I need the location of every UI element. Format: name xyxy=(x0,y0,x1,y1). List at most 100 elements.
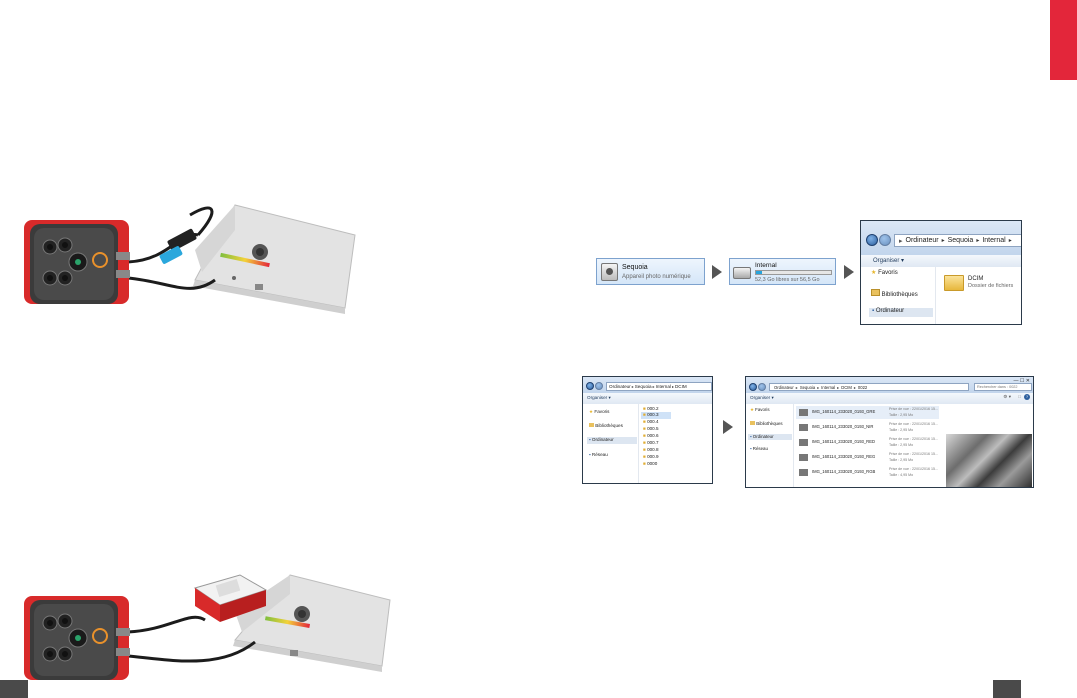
power-bank xyxy=(193,204,356,314)
camera xyxy=(24,596,130,680)
nav-network[interactable]: ▪ Réseau xyxy=(750,446,768,451)
file-size: Taille : 2,95 Mo xyxy=(889,443,914,447)
content-pane: DCIM Dossier de fichiers xyxy=(936,267,1021,324)
forward-button[interactable] xyxy=(879,234,891,246)
breadcrumb-item[interactable]: Sequoia xyxy=(799,384,816,390)
sequoia-device-tile[interactable]: Sequoia Appareil photo numérique xyxy=(596,258,705,285)
organize-button[interactable]: Organiser ▾ xyxy=(587,395,611,400)
list-item[interactable]: ■ 000.2 xyxy=(643,406,659,411)
folder-icon: ■ xyxy=(643,447,646,452)
list-item[interactable]: ■ 000.8 xyxy=(643,447,659,452)
explorer-window-dcim: Ordinateur▸ Sequoia▸ Internal▸ DCIM Orga… xyxy=(582,376,713,484)
back-button[interactable] xyxy=(586,382,594,390)
preview-pane-icon[interactable]: □ xyxy=(1018,394,1021,399)
image-thumbnail xyxy=(799,439,808,446)
navigation-pane: ★ Favoris Bibliothèques ▪ Ordinateur ▪ R… xyxy=(746,404,794,487)
breadcrumb-item[interactable]: 0022 xyxy=(857,384,868,390)
camera xyxy=(24,220,130,304)
computer-icon: ▪ xyxy=(750,434,752,439)
organize-button[interactable]: Organiser ▾ xyxy=(873,258,905,264)
table-row[interactable]: IMG_160114_233020_0193_NIR Prise de vue … xyxy=(796,421,939,434)
list-item[interactable]: ■ 000.5 xyxy=(643,426,659,431)
page-footer-right xyxy=(993,680,1021,698)
nav-computer[interactable]: ▪ Ordinateur xyxy=(587,437,637,444)
breadcrumb-item[interactable]: Ordinateur xyxy=(774,384,794,390)
help-icon[interactable]: ? xyxy=(1024,394,1030,400)
explorer-window-0022: — ☐ ✕ Ordinateur▸ Sequoia▸ Internal▸ DCI… xyxy=(745,376,1034,488)
card-reader xyxy=(193,574,268,622)
nav-favorites[interactable]: ★ Favoris xyxy=(750,407,770,412)
window-controls[interactable]: — ☐ ✕ xyxy=(1013,378,1030,384)
folder-icon: ■ xyxy=(643,454,646,459)
table-row[interactable]: IMG_160114_233020_0193_RGB Prise de vue … xyxy=(796,466,939,479)
camera-card-reader-illustration xyxy=(24,574,391,680)
step-arrow-icon xyxy=(844,265,854,279)
list-item[interactable]: ■ 000.9 xyxy=(643,454,659,459)
nav-libraries[interactable]: Bibliothèques xyxy=(589,423,623,428)
breadcrumb-item[interactable]: Internal xyxy=(655,384,671,389)
folder-icon: ■ xyxy=(643,406,646,411)
address-bar[interactable]: Ordinateur▸ Sequoia▸ Internal▸ DCIM xyxy=(606,382,712,391)
breadcrumb-item[interactable]: Ordinateur xyxy=(905,237,939,244)
image-thumbnail xyxy=(799,454,808,461)
file-size: Taille : 4,95 Mo xyxy=(889,473,914,477)
step-arrow-icon xyxy=(723,420,733,434)
file-name: IMG_160114_233020_0193_REG xyxy=(812,454,876,459)
search-input[interactable] xyxy=(974,383,1032,391)
list-item[interactable]: ■ 000.3 xyxy=(641,412,671,419)
camera-icon xyxy=(601,263,618,281)
list-item[interactable]: ■ 000.4 xyxy=(643,419,659,424)
forward-button[interactable] xyxy=(595,382,603,390)
chapter-tab xyxy=(1050,0,1077,80)
breadcrumb-item[interactable]: Ordinateur xyxy=(609,384,631,389)
address-bar[interactable]: Ordinateur▸ Sequoia▸ Internal▸ DCIM▸ 002… xyxy=(769,383,969,391)
file-date: Prise de vue : 22/01/2016 15... xyxy=(889,467,938,471)
forward-button[interactable] xyxy=(758,383,766,391)
drive-icon xyxy=(733,267,751,279)
list-item[interactable]: ■ 000.7 xyxy=(643,440,659,445)
file-date: Prise de vue : 22/01/2016 15... xyxy=(889,452,938,456)
back-button[interactable] xyxy=(866,234,878,246)
folder-icon: ■ xyxy=(643,433,646,438)
device-subtitle: Appareil photo numérique xyxy=(622,274,691,280)
folder-icon: ■ xyxy=(643,426,646,431)
internal-storage-tile[interactable]: Internal 52,3 Go libres sur 56,5 Go xyxy=(729,258,836,285)
list-item[interactable]: ■ 000.6 xyxy=(643,433,659,438)
table-row[interactable]: IMG_160114_233020_0193_REG Prise de vue … xyxy=(796,451,939,464)
star-icon: ★ xyxy=(750,407,754,412)
image-thumbnail xyxy=(799,409,808,416)
table-row[interactable]: IMG_160114_233020_0193_GRE Prise de vue … xyxy=(796,406,939,419)
star-icon: ★ xyxy=(871,270,877,276)
nav-network[interactable]: ▪ Réseau xyxy=(589,452,608,457)
address-bar[interactable]: ▸ Ordinateur▸ Sequoia▸ Internal▸ xyxy=(894,234,1021,247)
nav-computer[interactable]: ▪ Ordinateur xyxy=(748,434,792,440)
network-icon: ▪ xyxy=(589,452,591,457)
library-icon xyxy=(871,289,880,296)
table-row[interactable]: IMG_160114_233020_0193_RED Prise de vue … xyxy=(796,436,939,449)
list-item[interactable]: ■ 0000 xyxy=(643,461,658,466)
nav-favorites[interactable]: ★ Favoris xyxy=(871,270,898,276)
breadcrumb-item[interactable]: Internal xyxy=(821,384,836,390)
breadcrumb-item[interactable]: Sequoia xyxy=(947,237,974,244)
device-name: Sequoia xyxy=(622,264,648,271)
star-icon: ★ xyxy=(589,409,594,414)
file-date: Prise de vue : 22/01/2016 15... xyxy=(889,437,938,441)
view-options-icon[interactable]: ⚙ ▾ xyxy=(1003,394,1011,399)
nav-computer[interactable]: ▪ Ordinateur xyxy=(869,308,933,317)
file-size: Taille : 2,95 Mo xyxy=(889,458,914,462)
library-icon xyxy=(589,423,594,427)
folder-name[interactable]: DCIM xyxy=(968,276,984,282)
back-button[interactable] xyxy=(749,383,757,391)
nav-libraries[interactable]: Bibliothèques xyxy=(750,421,783,426)
organize-button[interactable]: Organiser ▾ xyxy=(750,395,774,400)
file-list: IMG_160114_233020_0193_GRE Prise de vue … xyxy=(794,404,1033,487)
breadcrumb-item[interactable]: Sequoia xyxy=(634,384,652,389)
nav-libraries[interactable]: Bibliothèques xyxy=(871,289,918,298)
breadcrumb-item[interactable]: DCIM xyxy=(841,384,852,390)
breadcrumb-item[interactable]: Internal xyxy=(982,237,1006,244)
breadcrumb-item[interactable]: DCIM xyxy=(674,384,687,389)
nav-favorites[interactable]: ★ Favoris xyxy=(589,409,610,414)
image-thumbnail xyxy=(799,424,808,431)
file-date: Prise de vue : 22/01/2016 15... xyxy=(889,407,938,411)
storage-capacity: 52,3 Go libres sur 56,5 Go xyxy=(755,277,820,283)
